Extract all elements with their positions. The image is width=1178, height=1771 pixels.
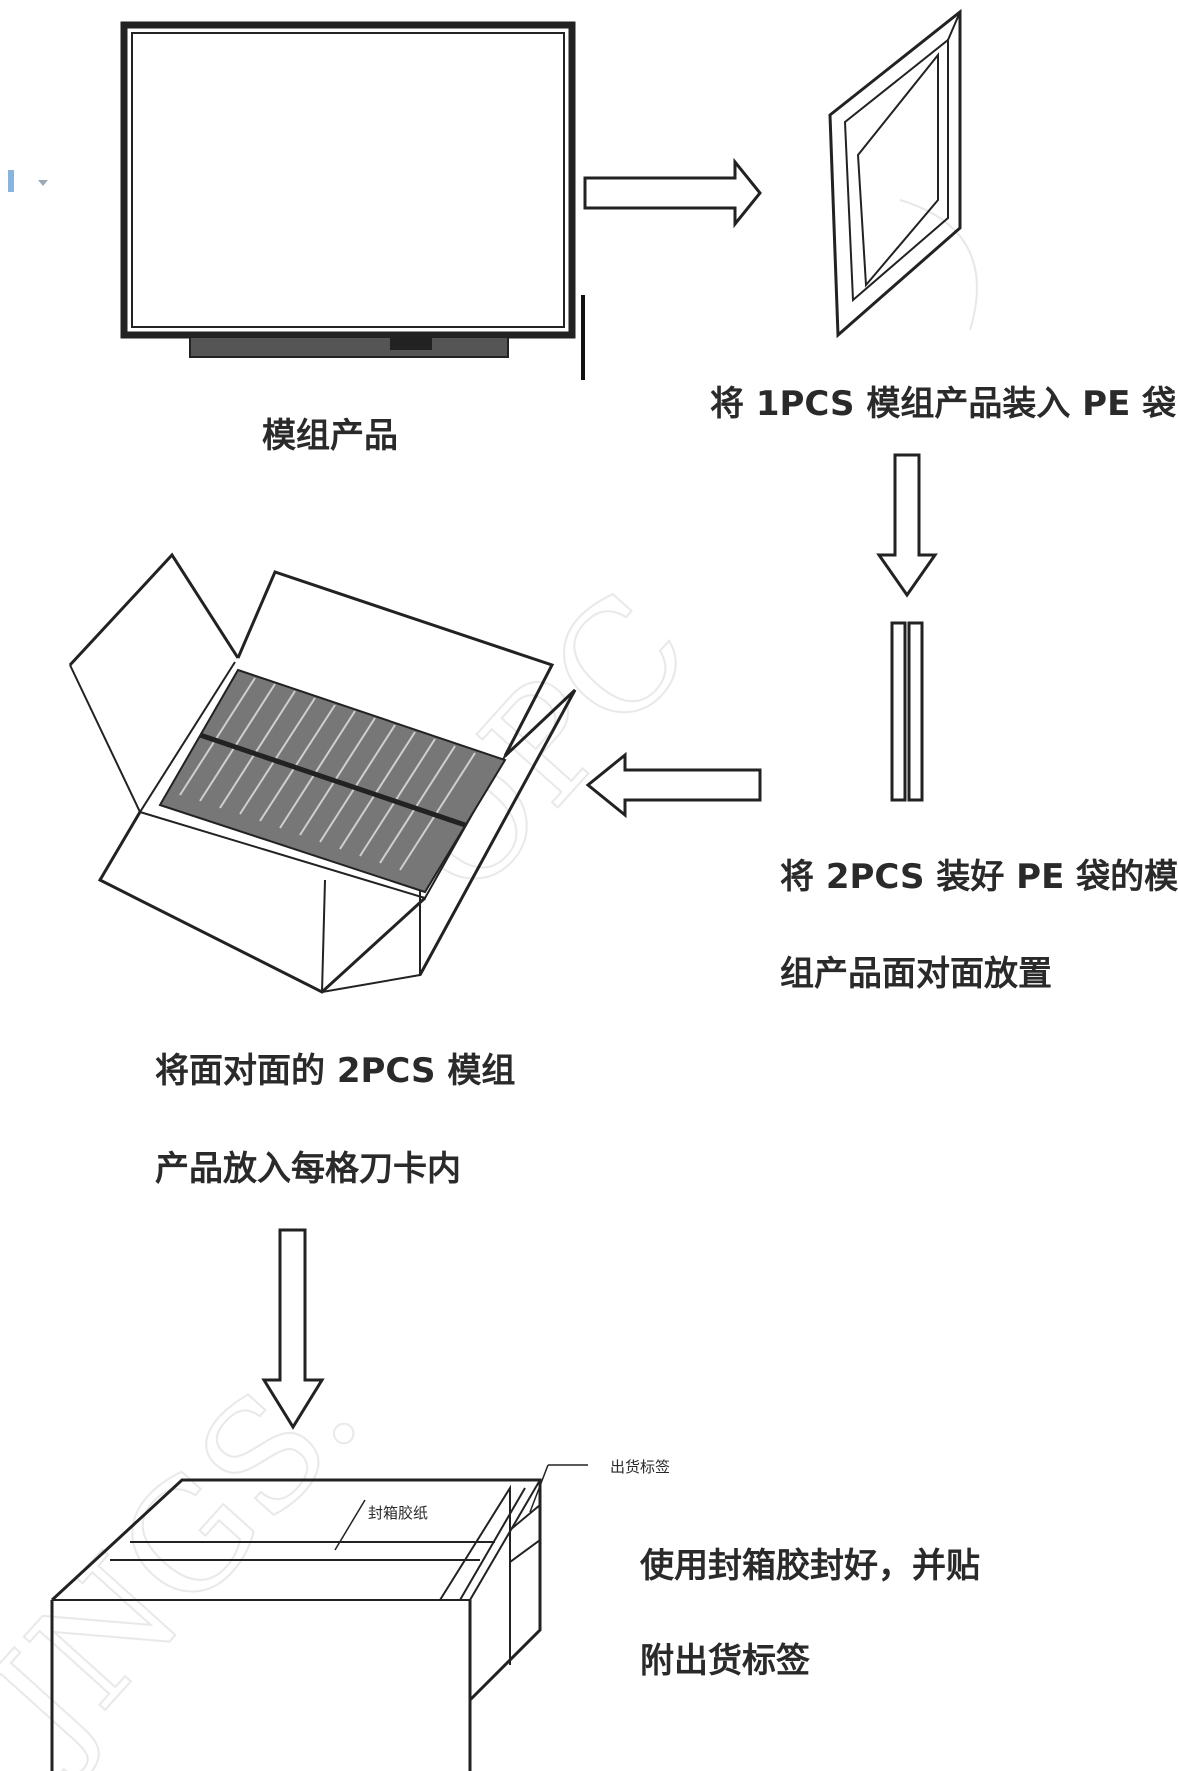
step-label-into-slot-line2: 产品放入每格刀卡内 (155, 1149, 461, 1189)
panel-connector (390, 336, 432, 350)
callout-tape: 封箱胶纸 (368, 1504, 428, 1522)
step-label-seal-line1: 使用封箱胶封好，并贴 (639, 1546, 980, 1586)
arrow-down-icon (876, 453, 938, 598)
edge-fragment (8, 170, 48, 192)
step-label-into-slot-line1: 将面对面的 2PCS 模组 (155, 1051, 515, 1091)
module-product-illustration (120, 21, 585, 380)
label-leader-line (529, 1464, 549, 1513)
panel-screen (131, 32, 565, 328)
sealed-carton-illustration (50, 1464, 588, 1771)
step-label-face-to-face-line1: 将 2PCS 装好 PE 袋的模 (780, 857, 1178, 897)
arrow-left-icon (585, 751, 762, 819)
pe-bag-illustration (828, 8, 962, 339)
step-label-seal-line2: 附出货标签 (640, 1641, 810, 1681)
carton-divider (199, 732, 466, 828)
tape-leader-line (334, 1499, 366, 1551)
step-label-face-to-face-line2: 组产品面对面放置 (780, 954, 1052, 994)
open-carton-illustration (68, 552, 577, 994)
arrow-down-icon-2 (261, 1228, 325, 1430)
panel-pcb-strip (189, 336, 509, 358)
edge-fragment-mark (8, 170, 14, 192)
shipping-label-box (509, 1502, 541, 1564)
chevron-down-icon (38, 180, 48, 186)
blade-card-lines (179, 677, 476, 871)
step-label-into-pe-bag: 将 1PCS 模组产品装入 PE 袋中 (710, 384, 1178, 424)
watermark-arc (899, 199, 978, 331)
arrow-right-icon (583, 157, 762, 229)
step-label-module-product: 模组产品 (262, 416, 398, 456)
callout-shipping-label: 出货标签 (610, 1458, 670, 1476)
watermark-text-lower: JNGS. (0, 1329, 392, 1771)
face-to-face-modules-illustration (890, 621, 924, 802)
